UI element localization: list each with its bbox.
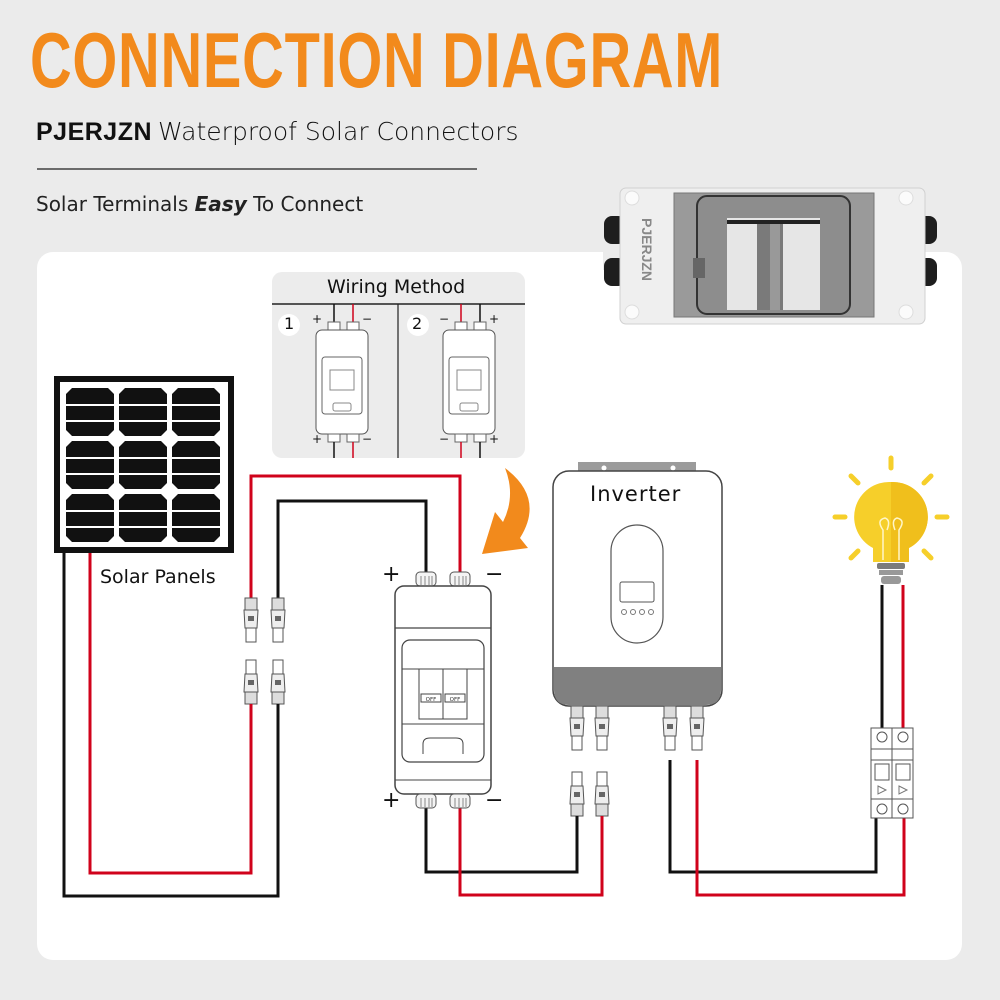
cell-busbar [66, 457, 114, 459]
negative-wire [276, 499, 428, 598]
solar-cell [66, 494, 114, 542]
negative-wire [62, 548, 280, 898]
dc-isolator-switch: OFF OFF [394, 571, 492, 809]
ac-breaker-icon [870, 727, 914, 819]
svg-text:OFF: OFF [426, 697, 437, 703]
cell-busbar [66, 510, 114, 512]
positive-wire [695, 760, 906, 897]
inverter-label: Inverter [590, 482, 682, 506]
polarity-label: + [489, 312, 500, 326]
tagline: Solar Terminals Easy To Connect [36, 192, 364, 216]
cell-busbar [119, 420, 167, 422]
solar-cell [172, 494, 220, 542]
mc4-connector-pair [243, 597, 286, 770]
isolator-bottom-minus: − [485, 788, 504, 813]
polarity-label: − [439, 312, 450, 326]
solar-cell [119, 441, 167, 489]
solar-cell [66, 388, 114, 436]
cell-busbar [172, 526, 220, 528]
light-bulb-icon [832, 455, 950, 584]
product-photo: PJERJZN [603, 185, 937, 325]
curved-arrow-icon [482, 468, 530, 554]
solar-cell [66, 441, 114, 489]
wires [62, 474, 906, 898]
solar-cell [172, 441, 220, 489]
wiring-option-number: 1 [284, 314, 295, 333]
tagline-emphasis: Easy [194, 192, 247, 216]
negative-wire [424, 808, 579, 874]
brand-name: PJERJZN [36, 118, 153, 146]
cell-busbar [119, 404, 167, 406]
solar-cell [119, 388, 167, 436]
positive-wire [249, 474, 462, 598]
cell-busbar [172, 420, 220, 422]
cell-busbar [66, 473, 114, 475]
polarity-label: + [312, 432, 323, 446]
cell-busbar [119, 526, 167, 528]
cell-busbar [66, 404, 114, 406]
product-brand-mark: PJERJZN [639, 218, 655, 281]
solar-panel-label: Solar Panels [100, 566, 216, 588]
isolator-bottom-plus: + [382, 788, 401, 813]
svg-text:OFF: OFF [450, 697, 461, 703]
solar-cell [172, 388, 220, 436]
cell-busbar [66, 420, 114, 422]
wiring-method-title: Wiring Method [327, 276, 466, 298]
inverter-icon [552, 462, 723, 835]
header-divider [37, 168, 477, 170]
subtitle-text: Waterproof Solar Connectors [158, 117, 519, 146]
cell-busbar [172, 404, 220, 406]
cell-busbar [119, 473, 167, 475]
cell-busbar [119, 510, 167, 512]
polarity-label: − [439, 432, 450, 446]
polarity-label: + [489, 432, 500, 446]
wiring-method-box [272, 272, 525, 458]
polarity-label: + [312, 312, 323, 326]
cell-busbar [172, 457, 220, 459]
cell-busbar [172, 473, 220, 475]
wiring-option-1 [278, 304, 369, 458]
isolator-top-minus: − [485, 562, 504, 587]
solar-cell [119, 494, 167, 542]
polarity-label: − [362, 432, 373, 446]
negative-wire [668, 760, 878, 874]
positive-wire [458, 808, 604, 897]
wiring-option-2 [407, 304, 496, 458]
wiring-option-number: 2 [412, 314, 423, 333]
solar-panel-icon [54, 376, 234, 553]
page-title: CONNECTION DIAGRAM [30, 16, 724, 104]
isolator-top-plus: + [382, 562, 401, 587]
cell-busbar [172, 510, 220, 512]
polarity-label: − [362, 312, 373, 326]
cell-busbar [66, 526, 114, 528]
cell-busbar [119, 457, 167, 459]
positive-wire [88, 548, 253, 875]
